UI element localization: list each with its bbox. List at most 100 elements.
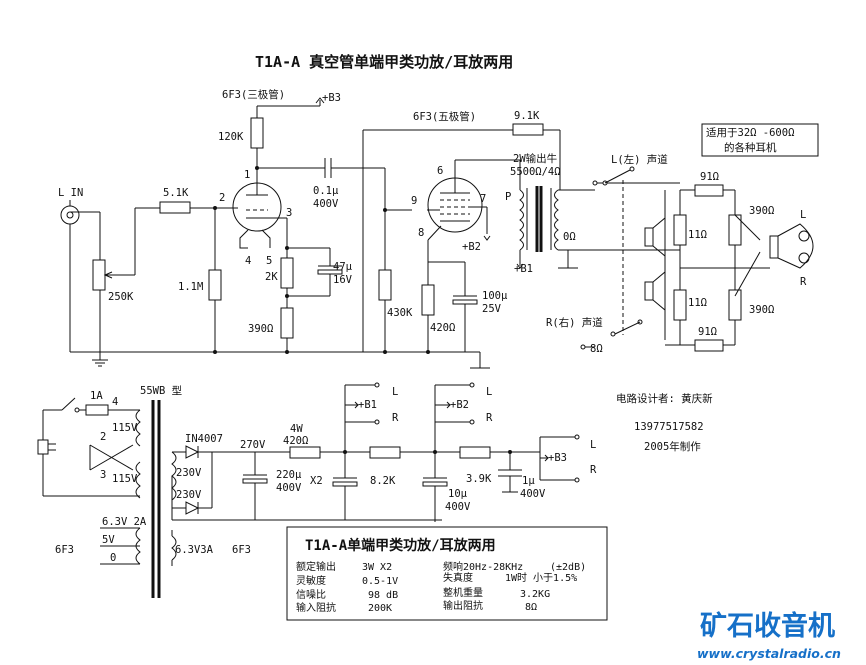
svg-text:灵敏度: 灵敏度 [296,574,326,587]
switch-left [604,169,631,184]
svg-text:8Ω: 8Ω [525,602,537,613]
svg-text:适用于32Ω -600Ω: 适用于32Ω -600Ω [706,127,794,139]
svg-text:R: R [800,276,807,288]
svg-text:16V: 16V [333,274,353,286]
headphone-note-box [701,123,819,157]
svg-text:9: 9 [411,195,417,207]
svg-text:8: 8 [418,227,424,239]
spec-table: T1A-A单端甲类功放/耳放两用 额定输出 3W X2 频响20Hz-28KHz… [286,526,608,621]
switch-right [614,321,641,335]
svg-text:7: 7 [480,193,486,205]
svg-text:+B2: +B2 [462,241,481,253]
brand-logo: 矿石收音机 [700,610,835,642]
svg-text:L: L [486,386,492,398]
fuse [85,404,109,416]
rectifier-label: IN4007 [185,433,223,445]
svg-text:5.1K: 5.1K [163,187,189,199]
plate-resistor [250,117,264,149]
left-channel-label: L(左) 声道 [611,153,668,166]
svg-text:5V: 5V [102,534,115,546]
brand-url: www.crystalradio.cn [697,646,841,661]
resistor-390-bot [728,289,742,321]
resistor-11-bot [673,289,687,321]
opt-label: 2W输出牛 [513,152,557,165]
svg-text:4W: 4W [290,423,303,435]
v2-cathode-resistor [421,284,435,316]
svg-text:120K: 120K [218,131,244,143]
svg-text:L: L [800,209,806,221]
svg-text:+B3: +B3 [322,92,341,104]
amplifier-circuit: L IN 250K 5.1K 1.1M 2 1 3 4 5 [58,88,819,369]
svg-text:220μ: 220μ [276,469,302,481]
svg-text:(±2dB): (±2dB) [550,562,586,573]
right-channel-label: R(右) 声道 [546,316,603,329]
cathode-resistor-2k [280,257,294,289]
svg-text:1W时 小于1.5%: 1W时 小于1.5% [505,572,577,584]
svg-text:整机重量: 整机重量 [443,586,483,599]
svg-text:91Ω: 91Ω [700,171,719,183]
mains-plug-icon [37,439,56,455]
svg-text:L: L [392,386,398,398]
transformer-label: 55WB 型 [140,384,182,397]
spec-title: T1A-A单端甲类功放/耳放两用 [305,537,496,554]
svg-text:R: R [590,464,597,476]
svg-text:5500Ω/4Ω: 5500Ω/4Ω [510,166,561,178]
svg-text:3: 3 [286,207,292,219]
v1-label: 6F3(三极管) [222,88,285,101]
resistor-11-top [673,214,687,246]
speaker-left [644,216,666,258]
svg-text:91Ω: 91Ω [698,326,717,338]
svg-text:9.1K: 9.1K [514,110,540,122]
svg-text:98 dB: 98 dB [368,590,398,601]
svg-text:8Ω: 8Ω [590,343,603,355]
svg-text:400V: 400V [520,488,546,500]
svg-text:11Ω: 11Ω [688,229,707,241]
svg-text:1A: 1A [90,390,103,402]
svg-text:3W X2: 3W X2 [362,562,392,573]
power-supply: 1A 4 55WB 型 115V 115V 2 3 230V 230V IN40… [37,382,597,598]
svg-text:0.1μ: 0.1μ [313,185,339,197]
svg-text:额定输出: 额定输出 [296,560,336,573]
svg-text:47μ: 47μ [333,261,353,273]
svg-text:100μ: 100μ [482,290,508,302]
svg-text:0.5-1V: 0.5-1V [362,576,398,587]
feedback-resistor [512,123,544,136]
designer-phone: 13977517582 [634,421,704,433]
svg-text:+B1: +B1 [514,263,533,275]
svg-text:115V: 115V [112,422,138,434]
svg-text:6F3: 6F3 [55,544,74,556]
input-jack-symbol [60,205,80,225]
input-resistor [159,201,191,214]
svg-text:6: 6 [437,165,443,177]
svg-text:4: 4 [112,396,118,408]
output-transformer [519,186,559,252]
psu-resistor-8k2 [369,446,401,459]
headphone-jack [769,223,814,269]
diode-1 [185,445,200,459]
svg-text:信噪比: 信噪比 [296,589,326,601]
input-label: L IN [58,187,83,199]
svg-text:输入阻抗: 输入阻抗 [296,601,336,614]
volume-pot [92,259,106,291]
psu-resistor-420 [289,446,321,459]
svg-text:400V: 400V [445,501,471,513]
svg-text:P: P [505,191,511,203]
svg-text:3: 3 [100,469,106,481]
svg-text:频响20Hz-28KHz: 频响20Hz-28KHz [443,560,523,573]
svg-text:230V: 230V [176,467,202,479]
v2-label: 6F3(五极管) [413,110,476,123]
svg-text:R: R [392,412,399,424]
psu-resistor-3k9 [459,446,491,459]
resistor-91-top [694,184,724,197]
svg-text:200K: 200K [368,603,392,614]
cathode-resistor-390 [280,307,294,339]
svg-text:400V: 400V [276,482,302,494]
svg-text:2: 2 [219,192,225,204]
svg-text:输出阻抗: 输出阻抗 [443,599,483,612]
svg-text:3.2KG: 3.2KG [520,589,550,600]
svg-text:11Ω: 11Ω [688,297,707,309]
svg-text:430K: 430K [387,307,413,319]
svg-text:0: 0 [110,552,116,564]
svg-text:L: L [590,439,596,451]
svg-text:1: 1 [244,169,250,181]
